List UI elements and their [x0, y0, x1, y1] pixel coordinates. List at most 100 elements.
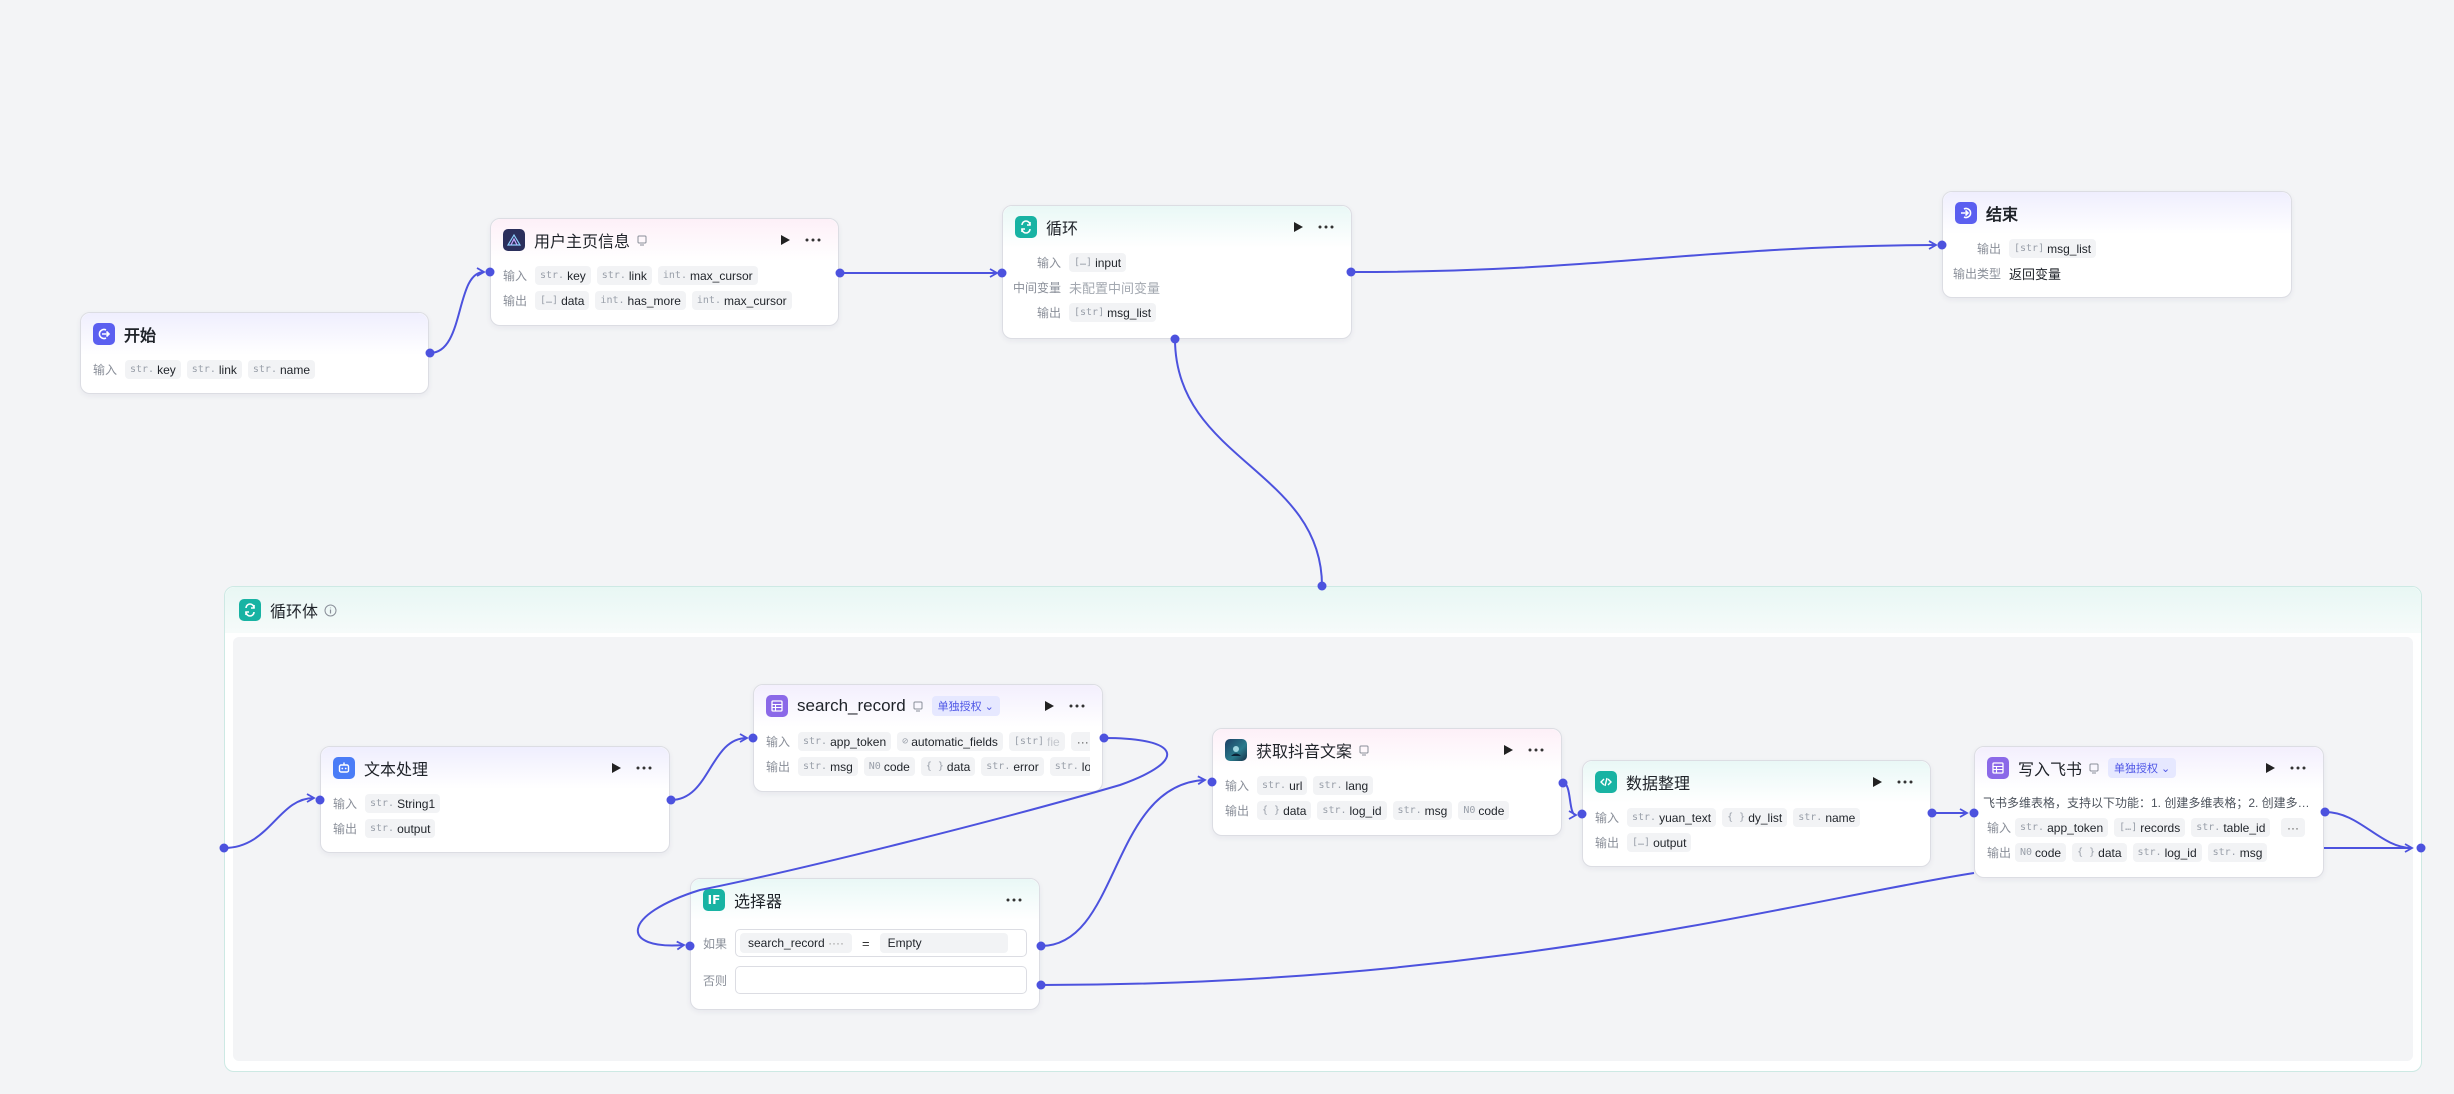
node-title: 开始: [124, 328, 157, 345]
auth-badge[interactable]: 单独授权⌄: [931, 696, 1000, 716]
node-feishu[interactable]: 写入飞书 单独授权⌄ 飞书多维表格，支持以下功能：1. 创建多维表格；2. 创建…: [1974, 746, 2324, 878]
chevron-down-icon: ⌄: [2161, 762, 2171, 775]
param-chip: ⊘automatic_fields: [897, 732, 1003, 751]
node-loop-header[interactable]: 循环: [1003, 206, 1351, 248]
condition-left[interactable]: search_record ····: [740, 933, 853, 953]
play-icon[interactable]: [1866, 771, 1888, 793]
condition-operator[interactable]: =: [862, 935, 870, 951]
play-icon[interactable]: [1287, 216, 1309, 238]
edge-start-userinfo[interactable]: [429, 267, 486, 354]
node-title: 循环: [1046, 221, 1079, 238]
if-label: 如果: [703, 936, 728, 951]
param-chip: str.link: [186, 360, 242, 379]
more-dots-icon[interactable]: [1003, 889, 1025, 911]
param-chip: […]input: [1069, 253, 1127, 272]
output-label: 输出: [1036, 306, 1061, 320]
output-type-row: 输出类型 返回变量: [1953, 261, 2279, 286]
node-douyin-header[interactable]: 获取抖音文案: [1213, 729, 1561, 771]
input-row: 输入 str.yuan_text { }dy_list str.name: [1595, 805, 1918, 830]
param-chip: str.log_id: [2132, 843, 2202, 862]
output-row: 输出 […]output: [1595, 830, 1918, 855]
douyin-thumbnail-icon: [1225, 739, 1247, 761]
node-douyin[interactable]: 获取抖音文案 输入 str.url str.lang 输出 { }data st…: [1212, 728, 1562, 836]
node-start-header[interactable]: 开始: [81, 313, 428, 355]
play-icon[interactable]: [1497, 739, 1519, 761]
output-type-label: 输出类型: [1953, 267, 2002, 281]
node-selector[interactable]: IF 选择器 如果 search_record ···· = Empty 否则: [690, 878, 1040, 1010]
node-search-record-header[interactable]: search_record 单独授权⌄: [754, 685, 1102, 727]
node-search-record[interactable]: search_record 单独授权⌄ 输入 str.app_token ⊘au…: [753, 684, 1103, 792]
param-chip: str.msg: [1392, 801, 1453, 820]
play-icon[interactable]: [1038, 695, 1060, 717]
more-params-button[interactable]: ···: [2281, 818, 2305, 837]
edge-loop-body[interactable]: [1174, 338, 1323, 587]
more-dots-icon[interactable]: [2287, 757, 2309, 779]
more-dots-icon[interactable]: [1894, 771, 1916, 793]
output-label: 输出: [1976, 242, 2001, 256]
node-user-info[interactable]: 用户主页信息 输入 str.key str.link int.max_curso…: [490, 218, 839, 326]
play-icon[interactable]: [605, 757, 627, 779]
param-chip: str.table_id: [2191, 818, 2271, 837]
output-label: 输出: [1595, 836, 1620, 850]
node-text-process-header[interactable]: 文本处理: [321, 747, 669, 789]
node-loop[interactable]: 循环 输入 […]input 中间变量 未配置中间变量 输出 [str]msg_…: [1002, 205, 1352, 339]
node-text-process[interactable]: 文本处理 输入 str.String1 输出 str.output: [320, 746, 670, 853]
node-title: search_record: [797, 696, 906, 715]
param-chip: str.app_token: [2015, 818, 2109, 837]
play-icon[interactable]: [2259, 757, 2281, 779]
node-title: 获取抖音文案: [1256, 744, 1353, 761]
input-row: 输入 str.key str.link str.name: [93, 357, 416, 382]
loop-icon: [1015, 216, 1037, 238]
more-params-button[interactable]: ···: [1070, 732, 1090, 751]
condition-box[interactable]: search_record ···· = Empty: [735, 929, 1027, 957]
param-chip: str.lang: [1313, 776, 1374, 795]
node-user-info-header[interactable]: 用户主页信息: [491, 219, 838, 261]
node-start[interactable]: 开始 输入 str.key str.link str.name: [80, 312, 429, 394]
more-dots-icon[interactable]: [1315, 216, 1337, 238]
more-dots-icon[interactable]: [633, 757, 655, 779]
param-chip: { }data: [1257, 801, 1312, 820]
node-end[interactable]: 结束 输出 [str]msg_list 输出类型 返回变量: [1942, 191, 2292, 298]
text-robot-icon: [333, 757, 355, 779]
chevron-down-icon: ⌄: [984, 700, 994, 713]
param-chip: str.msg: [2207, 843, 2268, 862]
node-data-organize[interactable]: 数据整理 输入 str.yuan_text { }dy_list str.nam…: [1582, 760, 1931, 867]
more-dots-icon[interactable]: [1525, 739, 1547, 761]
output-type-value: 返回变量: [2009, 267, 2062, 282]
output-label: 输出: [1987, 846, 2012, 860]
input-label: 输入: [766, 735, 791, 749]
output-label: 输出: [503, 294, 528, 308]
plugin-logo-icon: [503, 229, 525, 251]
input-label: 输入: [93, 363, 118, 377]
intermediate-row: 中间变量 未配置中间变量: [1013, 275, 1339, 300]
code-icon: [1595, 771, 1617, 793]
info-icon[interactable]: [324, 604, 337, 617]
play-icon[interactable]: [774, 229, 796, 251]
auth-badge[interactable]: 单独授权⌄: [2108, 758, 2177, 778]
param-chip: str.name: [1793, 808, 1861, 827]
input-label: 输入: [1225, 779, 1250, 793]
edge-loop-end[interactable]: [1354, 240, 1938, 273]
input-row: 输入 str.key str.link int.max_cursor: [503, 263, 826, 288]
param-chip: { }dy_list: [1722, 808, 1788, 827]
if-icon: IF: [703, 889, 725, 911]
node-data-organize-header[interactable]: 数据整理: [1583, 761, 1930, 803]
node-feishu-header[interactable]: 写入飞书 单独授权⌄: [1975, 747, 2323, 789]
more-dots-icon[interactable]: [802, 229, 824, 251]
else-box[interactable]: [735, 966, 1027, 994]
loop-body-header[interactable]: 循环体: [225, 587, 2421, 633]
condition-right[interactable]: Empty: [879, 933, 1008, 953]
input-row: 输入 str.app_token ⊘automatic_fields [str]…: [766, 729, 1090, 754]
node-title: 数据整理: [1626, 776, 1691, 793]
node-end-header[interactable]: 结束: [1943, 192, 2291, 234]
node-selector-header[interactable]: IF 选择器: [691, 879, 1039, 921]
node-title: 写入飞书: [2018, 762, 2083, 779]
intermediate-value: 未配置中间变量: [1069, 281, 1161, 296]
more-dots-icon[interactable]: [1066, 695, 1088, 717]
input-label: 输入: [1595, 811, 1620, 825]
node-description: 飞书多维表格，支持以下功能：1. 创建多维表格；2. 创建多…: [1983, 796, 2310, 810]
